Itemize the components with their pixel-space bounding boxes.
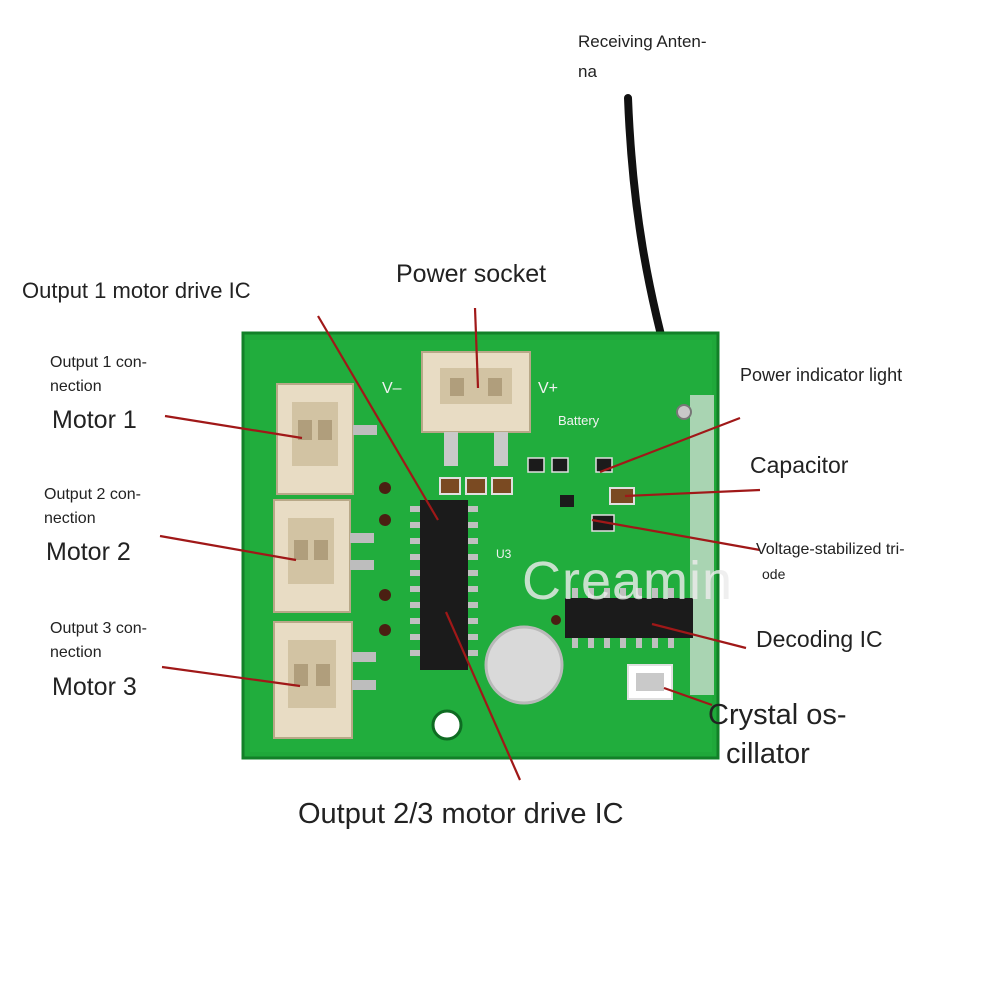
- watermark: Creamin: [522, 551, 734, 611]
- connector-pins: [350, 425, 377, 690]
- round-component: [484, 625, 564, 705]
- label-crystal-line2: cillator: [726, 738, 810, 770]
- label-output2-conn-line1: Output 2 con-: [44, 486, 141, 503]
- label-receiving-antenna-line1: Receiving Anten-: [578, 32, 707, 51]
- arrow-voltage: [591, 518, 761, 552]
- label-capacitor: Capacitor: [750, 452, 849, 478]
- silk-v-minus: V–: [382, 380, 402, 397]
- arrow-decoding-ic: [651, 622, 747, 650]
- label-crystal-line1: Crystal os-: [708, 699, 847, 731]
- motor3-connector: [273, 621, 353, 739]
- mounting-hole: [431, 709, 463, 741]
- arrow-motor3: [161, 665, 301, 688]
- label-decoding-ic: Decoding IC: [756, 626, 883, 652]
- motor1-connector: [276, 383, 354, 495]
- label-power-indicator: Power indicator light: [740, 365, 903, 385]
- arrow-capacitor: [624, 488, 761, 498]
- label-output1-conn-line2: nection: [50, 378, 102, 395]
- motor2-connector: [273, 499, 351, 613]
- label-power-socket: Power socket: [396, 260, 547, 288]
- label-motor3: Motor 3: [52, 673, 137, 701]
- label-output3-conn-line1: Output 3 con-: [50, 620, 147, 637]
- label-output2-conn-line2: nection: [44, 510, 96, 527]
- arrow-power-indicator: [599, 416, 741, 474]
- power-socket-connector: [421, 351, 531, 466]
- label-output1-conn-line1: Output 1 con-: [50, 354, 147, 371]
- arrow-motor2: [159, 534, 297, 562]
- silk-u3: U3: [496, 547, 512, 561]
- motor-drive-ic-1: [410, 500, 478, 670]
- antenna-solder-point: [676, 404, 692, 420]
- arrow-crystal: [663, 686, 713, 707]
- label-output23-ic: Output 2/3 motor drive IC: [298, 798, 624, 830]
- label-output1-ic: Output 1 motor drive IC: [22, 278, 251, 303]
- pcb-edge-strip: [690, 395, 714, 695]
- arrow-output23-ic: [444, 611, 522, 781]
- silk-v-plus: V+: [538, 380, 559, 397]
- callout-arrows: [159, 307, 761, 781]
- arrow-output1-ic: [317, 315, 439, 521]
- crystal-oscillator-part: [627, 664, 673, 700]
- label-output3-conn-line2: nection: [50, 644, 102, 661]
- label-receiving-antenna-line2: na: [578, 62, 597, 81]
- smd-components: [439, 457, 635, 532]
- label-motor1: Motor 1: [52, 406, 137, 434]
- label-motor2: Motor 2: [46, 538, 131, 566]
- label-voltage-line1: Voltage-stabilized tri-: [756, 541, 905, 558]
- arrow-motor1: [164, 414, 303, 440]
- arrow-power-socket: [473, 307, 480, 389]
- decoding-ic-chip: [565, 588, 693, 648]
- silk-battery: Battery: [558, 413, 600, 428]
- label-voltage-line2: ode: [762, 566, 786, 582]
